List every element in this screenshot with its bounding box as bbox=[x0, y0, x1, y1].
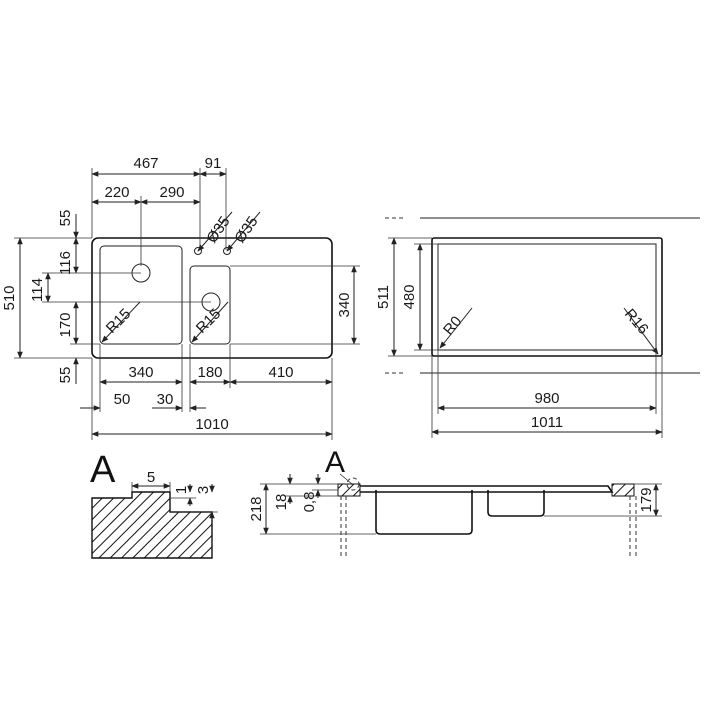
detail-dim-5: 5 bbox=[147, 469, 155, 486]
section-label-a: A bbox=[325, 446, 345, 479]
worktop-section bbox=[91, 491, 213, 559]
dim-180: 180 bbox=[197, 364, 222, 381]
section-detail-a: A 5 1 3 bbox=[90, 449, 218, 559]
right-plan-view: 511 480 R0 R16 980 1011 bbox=[375, 217, 700, 438]
detail-dim-3: 3 bbox=[195, 486, 212, 494]
secondary-bowl bbox=[189, 265, 231, 345]
dim-170: 170 bbox=[57, 312, 74, 337]
dim-50: 50 bbox=[114, 391, 131, 408]
dim-91: 91 bbox=[205, 155, 222, 172]
radius-r0: R0 bbox=[440, 313, 465, 339]
dim-290: 290 bbox=[159, 184, 184, 201]
dim-410: 410 bbox=[268, 364, 293, 381]
sink-outline bbox=[91, 237, 333, 359]
dim-467: 467 bbox=[133, 155, 158, 172]
sink-top bbox=[360, 485, 614, 493]
dim-1010: 1010 bbox=[195, 416, 228, 433]
cutout-outline bbox=[431, 237, 663, 357]
side-dim-218: 218 bbox=[248, 496, 265, 521]
dim-220: 220 bbox=[104, 184, 129, 201]
dim-980: 980 bbox=[534, 390, 559, 407]
dim-30: 30 bbox=[157, 391, 174, 408]
worktop-right bbox=[611, 483, 635, 497]
detail-label-a: A bbox=[90, 449, 116, 491]
worktop-left bbox=[337, 483, 361, 497]
dim-114: 114 bbox=[29, 278, 46, 302]
radius-r15-2: R15 bbox=[193, 305, 224, 336]
dim-116: 116 bbox=[57, 251, 74, 275]
small-bowl-profile bbox=[487, 490, 545, 517]
dim-1011: 1011 bbox=[531, 414, 563, 431]
dim-55-bottom: 55 bbox=[57, 367, 74, 384]
main-bowl-profile bbox=[375, 490, 473, 535]
dim-511: 511 bbox=[375, 285, 392, 309]
side-dim-179: 179 bbox=[638, 487, 655, 512]
dim-55-top: 55 bbox=[57, 210, 74, 227]
dim-510: 510 bbox=[1, 285, 18, 310]
dim-340-vertical: 340 bbox=[336, 292, 353, 317]
side-dim-0-8: 0,8 bbox=[301, 492, 318, 513]
left-plan-view: 467 91 220 290 Ø35 Ø35 510 55 116 114 17… bbox=[1, 155, 360, 440]
detail-dim-1: 1 bbox=[173, 486, 190, 494]
side-dim-18: 18 bbox=[273, 494, 290, 511]
dim-480: 480 bbox=[401, 284, 418, 309]
radius-r15-1: R15 bbox=[103, 305, 134, 336]
side-section: A 218 18 0,8 179 bbox=[248, 446, 662, 556]
hole-dia-2: Ø35 bbox=[231, 213, 261, 246]
dim-340-bottom: 340 bbox=[128, 364, 153, 381]
cutout-inner bbox=[437, 243, 657, 351]
hole-dia-1: Ø35 bbox=[203, 213, 233, 246]
